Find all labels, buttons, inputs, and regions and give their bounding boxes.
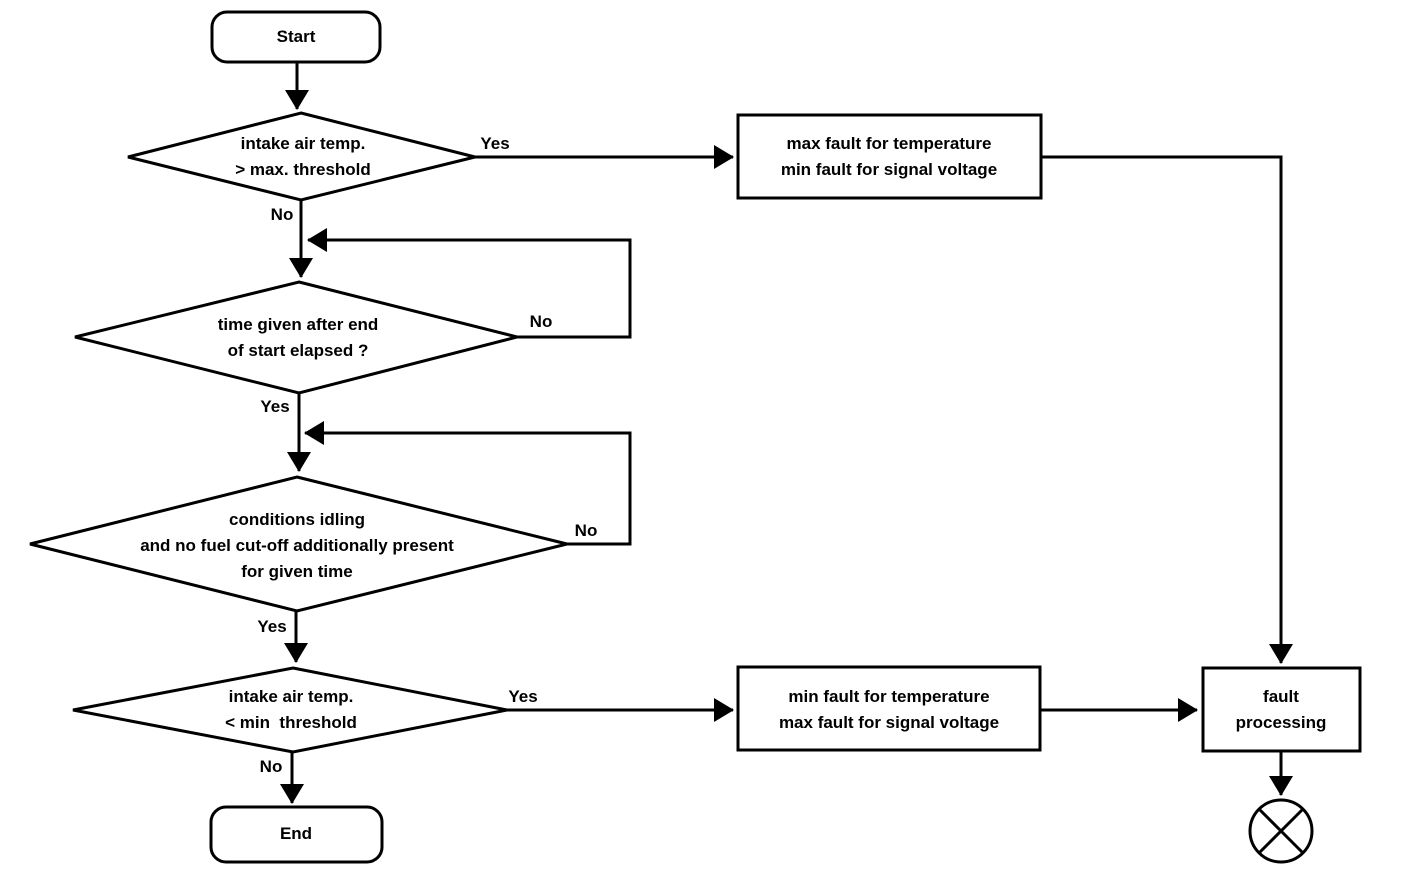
edge-time-elapsed-no-loop [307, 228, 632, 339]
process-fault-processing-shape [1201, 666, 1362, 753]
decision-idling-shape [29, 475, 568, 613]
process-max-fault-shape [736, 113, 1043, 200]
edge-idling-no-loop [304, 421, 632, 546]
edge-max-fault-to-fault-processing [1041, 155, 1293, 664]
start-terminator-shape [210, 10, 382, 64]
decision-min-temp-shape [72, 666, 508, 754]
crossed-circle-diagonal-icon [1257, 807, 1305, 855]
end-terminator-shape [209, 805, 384, 864]
process-min-fault-shape [736, 665, 1042, 752]
decision-max-temp-shape [127, 111, 476, 202]
decision-time-elapsed-shape [74, 280, 518, 395]
